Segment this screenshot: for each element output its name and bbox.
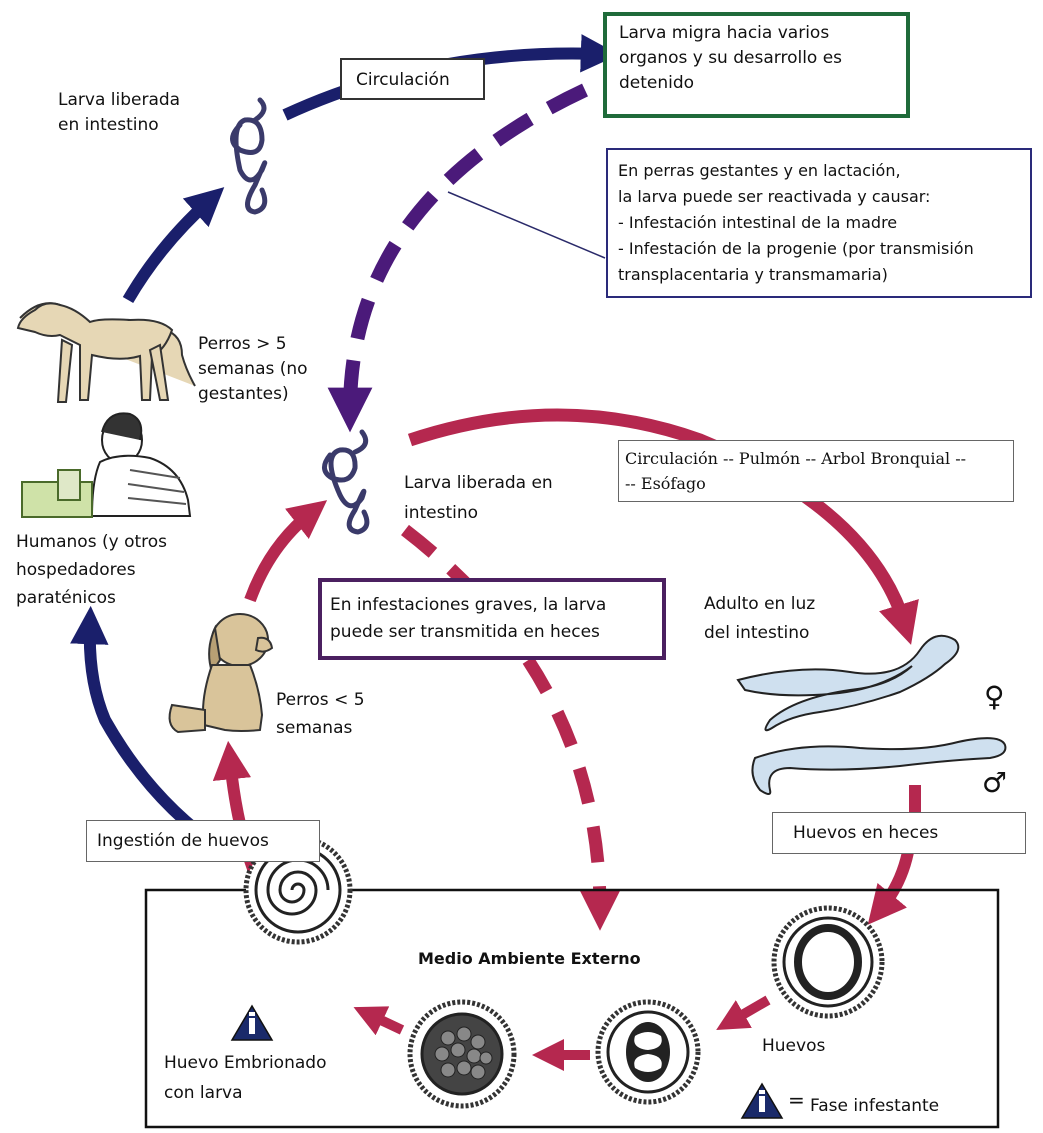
infective-phase-label: Fase infestante bbox=[810, 1094, 939, 1119]
embryonated-egg-label: Huevo Embrionado con larva bbox=[164, 1048, 326, 1108]
box-line: En perras gestantes y en lactación, bbox=[618, 158, 1030, 184]
puppy-illustration bbox=[170, 614, 272, 732]
box-line: transplacentaria y transmamaria) bbox=[618, 262, 1030, 288]
adult-lumen-label: Adulto en luz del intestino bbox=[704, 590, 815, 648]
larva-migrates-box: Larva migra hacia varios organos y su de… bbox=[603, 12, 910, 118]
label-line: gestantes) bbox=[198, 382, 308, 407]
box-line: Circulación -- Pulmón -- Arbol Bronquial… bbox=[625, 446, 1013, 471]
label-line: Perros < 5 bbox=[276, 686, 365, 714]
box-line: Larva migra hacia varios bbox=[619, 21, 906, 46]
label-line: del intestino bbox=[704, 619, 815, 648]
egg-ingestion-box: Ingestión de huevos bbox=[86, 820, 320, 862]
box-line: organos y su desarrollo es bbox=[619, 46, 906, 71]
infective-warning-icon bbox=[232, 1006, 272, 1040]
female-symbol: ♀ bbox=[984, 684, 1005, 709]
circulation-label: Circulación bbox=[356, 70, 450, 90]
male-symbol: ♂ bbox=[982, 770, 1007, 795]
circulation-lung-box: Circulación -- Pulmón -- Arbol Bronquial… bbox=[618, 440, 1014, 502]
female-worm-illustration bbox=[738, 636, 958, 730]
box-line: - Infestación intestinal de la madre bbox=[618, 210, 1030, 236]
child-illustration bbox=[22, 413, 190, 517]
arrow-puppy-to-larva bbox=[250, 512, 312, 600]
humans-label: Humanos (y otros hospedadores paraténico… bbox=[16, 528, 167, 612]
label-line: semanas bbox=[276, 714, 365, 742]
male-worm-illustration bbox=[752, 738, 1005, 794]
box-line: -- Esófago bbox=[625, 471, 1013, 496]
arrow-reactivation-dashed bbox=[350, 90, 585, 410]
eggs-label: Huevos bbox=[762, 1034, 825, 1059]
label-line: semanas (no bbox=[198, 357, 308, 382]
box-line: puede ser transmitida en heces bbox=[330, 619, 662, 646]
connector-line bbox=[448, 192, 605, 258]
legend-equals: = bbox=[788, 1088, 805, 1113]
larva-intestine-mid-label: Larva liberada en intestino bbox=[404, 468, 553, 528]
egg-morula bbox=[410, 1002, 514, 1106]
label-line: Larva liberada en bbox=[404, 468, 553, 498]
larva-mid-illustration bbox=[324, 432, 366, 532]
dogs-over-5-weeks-label: Perros > 5 semanas (no gestantes) bbox=[198, 332, 308, 407]
label-line: paraténicos bbox=[16, 584, 167, 612]
box-line: la larva puede ser reactivada y causar: bbox=[618, 184, 1030, 210]
label-line: Larva liberada bbox=[58, 88, 180, 113]
egg-ingestion-label: Ingestión de huevos bbox=[97, 831, 269, 851]
external-environment-label: Medio Ambiente Externo bbox=[418, 946, 641, 971]
label-line: Humanos (y otros bbox=[16, 528, 167, 556]
pregnant-dogs-box: En perras gestantes y en lactación, la l… bbox=[606, 148, 1032, 298]
larva-top-illustration bbox=[233, 100, 265, 212]
arrow-dog-to-larva bbox=[128, 200, 210, 300]
label-line: intestino bbox=[404, 498, 553, 528]
box-line: En infestaciones graves, la larva bbox=[330, 592, 662, 619]
label-line: Adulto en luz bbox=[704, 590, 815, 619]
severe-infestation-box: En infestaciones graves, la larva puede … bbox=[318, 578, 666, 660]
label-line: en intestino bbox=[58, 113, 180, 138]
arrow-egg-stage-1 bbox=[730, 1000, 768, 1022]
label-line: Perros > 5 bbox=[198, 332, 308, 357]
eggs-in-feces-box: Huevos en heces bbox=[772, 812, 1026, 854]
arrow-eggs-to-humans bbox=[90, 625, 220, 848]
box-line: detenido bbox=[619, 71, 906, 96]
box-line: - Infestación de la progenie (por transm… bbox=[618, 236, 1030, 262]
label-line: con larva bbox=[164, 1078, 326, 1108]
label-line: Huevo Embrionado bbox=[164, 1048, 326, 1078]
label-line: hospedadores bbox=[16, 556, 167, 584]
dogs-under-5-weeks-label: Perros < 5 semanas bbox=[276, 686, 365, 742]
circulation-box: Circulación bbox=[340, 58, 485, 100]
legend-warning-icon bbox=[742, 1084, 782, 1118]
larva-intestine-top-label: Larva liberada en intestino bbox=[58, 88, 180, 138]
egg-unembryonated bbox=[774, 908, 882, 1016]
eggs-in-feces-label: Huevos en heces bbox=[793, 823, 938, 843]
adult-dog-illustration bbox=[18, 303, 195, 402]
egg-two-cell bbox=[598, 1002, 698, 1102]
arrow-egg-stage-3 bbox=[368, 1014, 402, 1030]
